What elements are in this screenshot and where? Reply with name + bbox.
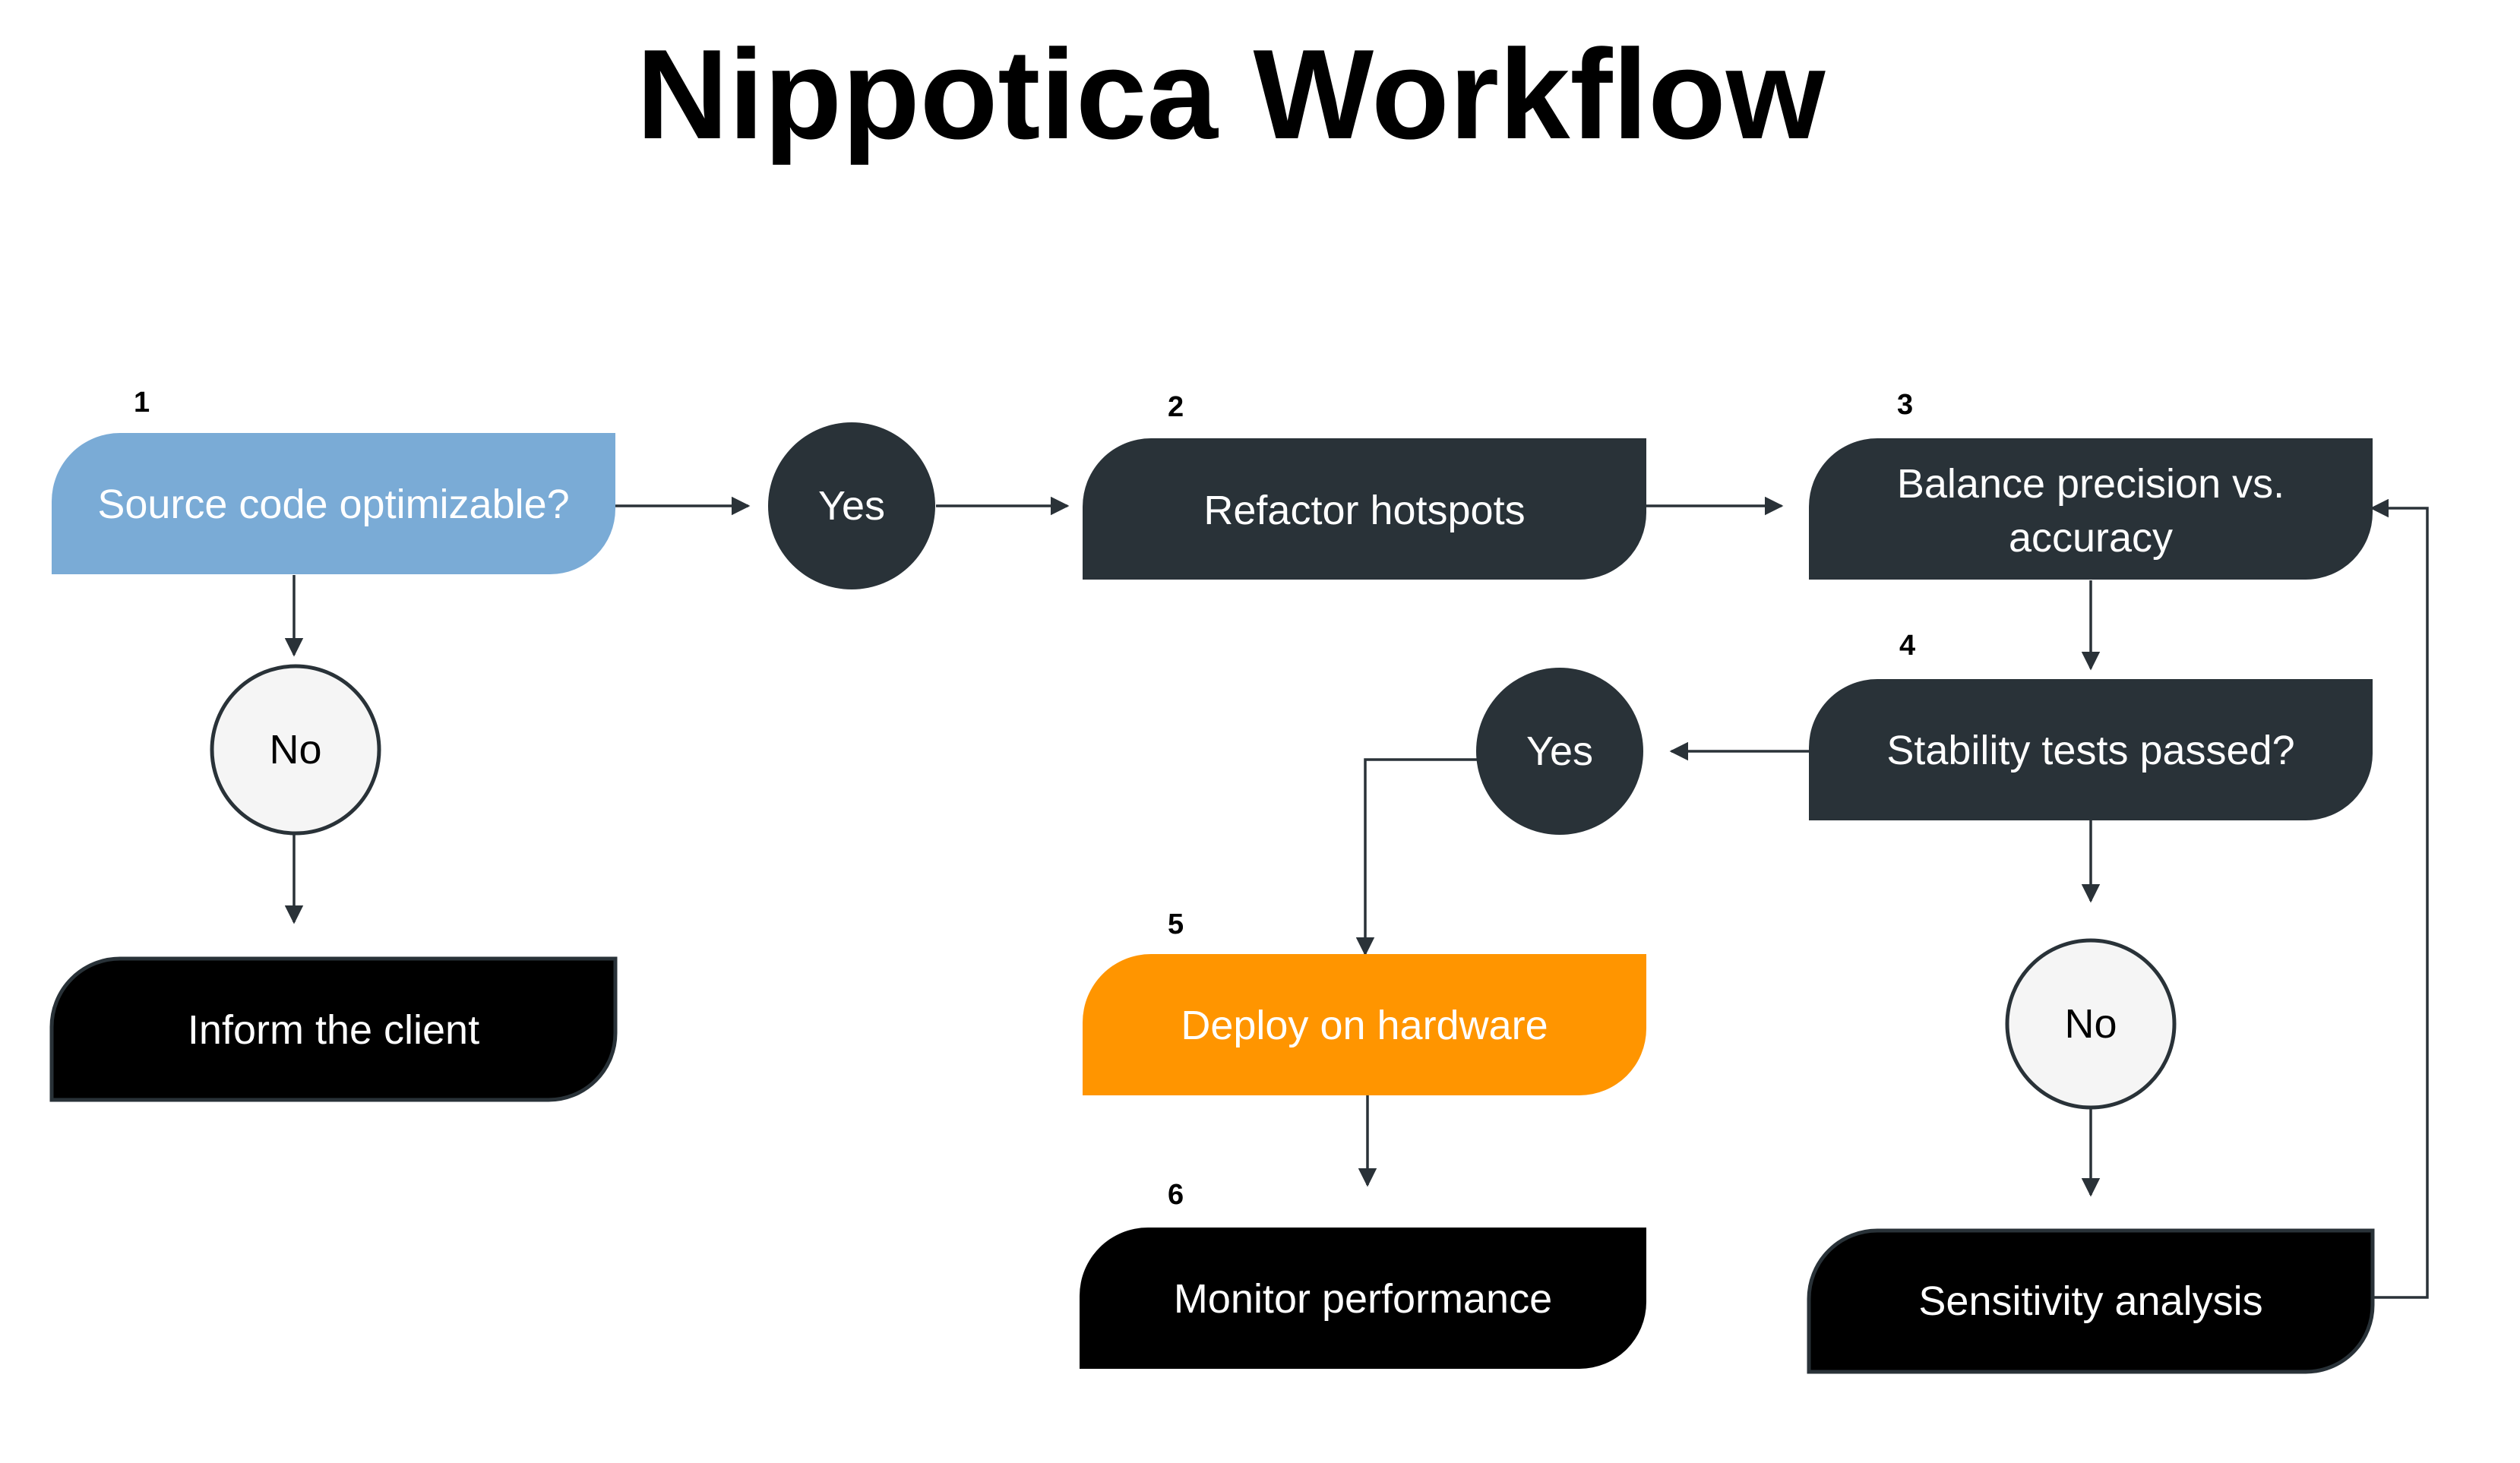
decision-label: No [2064, 1001, 2117, 1047]
decision-label: Yes [818, 483, 885, 529]
decision-yes-2[interactable]: Yes [1476, 668, 1643, 835]
node-balance-precision[interactable]: Balance precision vs. accuracy [1809, 438, 2373, 580]
step-number-4: 4 [1899, 630, 1915, 662]
step-number-1: 1 [134, 387, 150, 419]
step-number-5: 5 [1168, 908, 1184, 940]
edge-sensitivity-loop-to-3 [2370, 498, 2429, 1299]
node-inform-client[interactable]: Inform the client [49, 956, 618, 1102]
edges [284, 496, 2429, 1299]
step-number-3: 3 [1897, 389, 1913, 421]
step-number-6: 6 [1168, 1179, 1184, 1211]
edge-yes-to-5 [1355, 758, 1478, 956]
node-deploy-hardware[interactable]: Deploy on hardware [1083, 954, 1646, 1095]
step-number-2: 2 [1168, 391, 1184, 423]
node-monitor-performance[interactable]: Monitor performance [1080, 1228, 1646, 1369]
node-label: Refactor hotspots [1203, 488, 1525, 533]
decision-label: No [269, 727, 321, 773]
decision-no-1[interactable]: No [210, 664, 381, 836]
node-sensitivity-analysis[interactable]: Sensitivity analysis [1807, 1228, 2375, 1374]
decision-no-2[interactable]: No [2005, 938, 2177, 1110]
node-label-line-2: accuracy [2009, 515, 2173, 561]
node-label: Sensitivity analysis [1918, 1278, 2262, 1324]
decision-yes-1[interactable]: Yes [768, 422, 935, 589]
node-source-code-optimizable[interactable]: Source code optimizable? [52, 433, 615, 574]
node-label: Inform the client [188, 1007, 479, 1053]
node-stability-tests[interactable]: Stability tests passed? [1809, 679, 2373, 820]
node-label: Deploy on hardware [1181, 1003, 1548, 1048]
node-label: Source code optimizable? [97, 482, 569, 527]
node-label-line-1: Balance precision vs. [1897, 461, 2284, 507]
diagram-title: Nippotica Workflow [636, 23, 1826, 166]
node-label: Stability tests passed? [1886, 728, 2294, 773]
node-label: Monitor performance [1174, 1276, 1552, 1322]
node-refactor-hotspots[interactable]: Refactor hotspots [1083, 438, 1646, 580]
decision-label: Yes [1526, 728, 1593, 774]
